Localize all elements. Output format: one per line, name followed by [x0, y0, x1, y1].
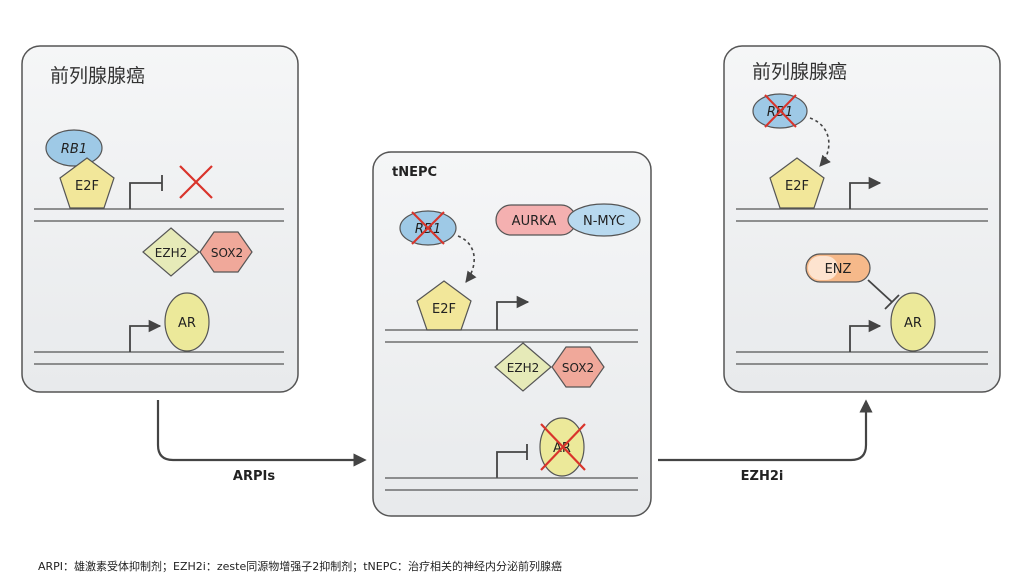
- left-rb1-label: RB1: [61, 142, 87, 157]
- left-e2f-pentagon: E2F: [59, 157, 115, 209]
- caption-item-ezh2i: EZH2i：zeste同源物增强子2抑制剂；: [173, 560, 364, 573]
- left-ezh2-label: EZH2: [155, 246, 187, 260]
- arpis-transition-arrow: ARPIs: [156, 400, 367, 484]
- middle-nmyc-ellipse: N-MYC: [567, 203, 641, 237]
- middle-sox2-label: SOX2: [562, 361, 594, 375]
- left-ezh2-diamond: EZH2: [142, 227, 200, 277]
- left-rb1-ellipse: RB1: [45, 129, 103, 167]
- middle-repression-symbol: [496, 444, 528, 478]
- caption-item-arpi: ARPI：雄激素受体抑制剂；: [38, 560, 174, 573]
- right-ar-ellipse: AR: [890, 292, 936, 352]
- right-dashed-arrow: [809, 117, 831, 167]
- middle-dna-strand-top: [385, 329, 638, 343]
- right-panel: 前列腺腺癌 RB1 E2F ENZ: [723, 45, 1001, 393]
- figure-caption: ARPI：雄激素受体抑制剂；EZH2i：zeste同源物增强子2抑制剂；tNEP…: [38, 558, 562, 574]
- middle-ezh2-diamond: EZH2: [494, 342, 552, 392]
- middle-aurka-pill: AURKA: [495, 204, 577, 236]
- right-e2f-label: E2F: [785, 179, 809, 194]
- middle-e2f-label: E2F: [432, 302, 456, 317]
- right-panel-title: 前列腺腺癌: [752, 61, 847, 83]
- left-ar-label: AR: [178, 316, 196, 331]
- left-activation-arrow: [129, 319, 162, 352]
- left-sox2-hexagon: SOX2: [199, 231, 253, 273]
- caption-item-tnepc: tNEPC：治疗相关的神经内分泌前列腺癌: [363, 560, 563, 573]
- left-sox2-label: SOX2: [211, 246, 243, 260]
- right-dna-strand-top: [736, 208, 988, 222]
- middle-nmyc-label: N-MYC: [583, 214, 625, 229]
- left-ar-ellipse: AR: [164, 292, 210, 352]
- middle-ezh2-label: EZH2: [507, 361, 539, 375]
- right-rb1-cross-icon: [764, 94, 797, 128]
- middle-activation-arrow: [496, 295, 530, 330]
- ezh2i-label: EZH2i: [741, 469, 784, 484]
- middle-rb1-label: RB1: [415, 222, 441, 237]
- middle-dna-strand-bottom: [385, 477, 638, 491]
- left-dna-strand-bottom: [34, 351, 284, 365]
- middle-ar-cross-icon: [540, 423, 586, 471]
- left-dna-strand-top: [34, 208, 284, 222]
- middle-panel-title: tNEPC: [392, 165, 437, 180]
- right-enz-label: ENZ: [825, 262, 852, 277]
- right-enz-inhibition-symbol: [867, 279, 900, 310]
- left-block-cross-icon: [179, 165, 213, 199]
- left-repression-symbol: [129, 175, 163, 209]
- ezh2i-transition-arrow: EZH2i: [658, 399, 873, 484]
- right-activation-arrow-top: [849, 176, 882, 209]
- right-ar-label: AR: [904, 316, 922, 331]
- middle-rb1-cross-icon: [411, 211, 445, 245]
- middle-panel: tNEPC RB1 AURKA N-MYC E2F: [372, 151, 652, 517]
- right-enz-pill: ENZ: [805, 253, 871, 283]
- right-activation-arrow-bottom: [849, 319, 882, 352]
- left-panel-title: 前列腺腺癌: [50, 65, 145, 87]
- left-panel: 前列腺腺癌 RB1 E2F EZH2: [21, 45, 299, 393]
- middle-e2f-pentagon: E2F: [416, 280, 472, 331]
- left-e2f-label: E2F: [75, 179, 99, 194]
- right-e2f-pentagon: E2F: [769, 157, 825, 209]
- middle-dashed-arrow: [457, 235, 477, 283]
- arpis-label: ARPIs: [233, 469, 275, 484]
- right-dna-strand-bottom: [736, 351, 988, 365]
- middle-sox2-hexagon: SOX2: [551, 346, 605, 388]
- middle-aurka-label: AURKA: [512, 214, 557, 229]
